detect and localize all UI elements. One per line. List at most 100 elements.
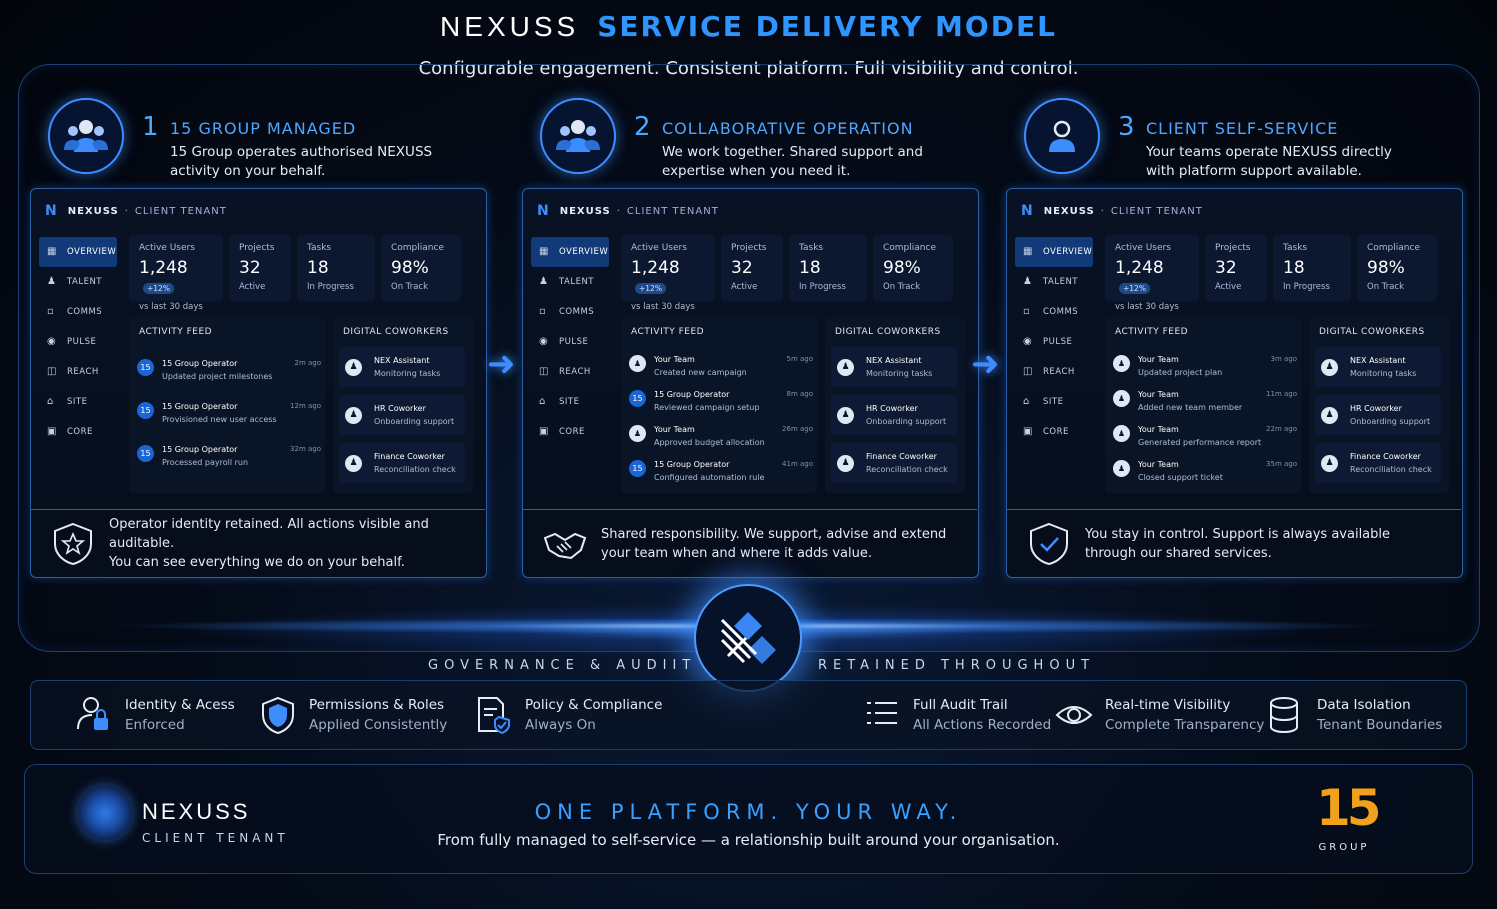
- user-avatar-icon: ♟: [1113, 390, 1130, 407]
- sidebar-item-reach[interactable]: ◫REACH: [1023, 366, 1075, 378]
- sidebar-item-comms[interactable]: ▫COMMS: [1023, 306, 1079, 318]
- people-icon: ♟: [47, 276, 57, 287]
- sidebar-item-core[interactable]: ▣CORE: [539, 426, 585, 438]
- tagline: ONE PLATFORM. YOUR WAY.: [534, 800, 963, 824]
- sidebar-item-talent[interactable]: ♟TALENT: [1023, 276, 1079, 288]
- group-label: GROUP: [1318, 842, 1370, 853]
- grid-icon: ▦: [539, 246, 549, 257]
- list-icon: [867, 702, 897, 724]
- governance-label-right: RETAINED THROUGHOUT: [818, 658, 1096, 673]
- coworkers-title: DIGITAL COWORKERS: [835, 327, 941, 337]
- bot-avatar-icon: ♟: [1321, 358, 1338, 376]
- team-icon: [556, 120, 600, 152]
- bot-avatar-icon: ♟: [345, 406, 362, 424]
- sidebar-item-pulse[interactable]: ◉PULSE: [1023, 336, 1073, 348]
- governance-label-left: GOVERNANCE & AUDIIT: [428, 658, 697, 673]
- identity-lock-icon: [77, 697, 108, 730]
- model-number: 1: [142, 112, 159, 142]
- panel-footer: You stay in control. Support is always a…: [1007, 509, 1461, 577]
- panel-brand: NEXUSS: [67, 205, 119, 217]
- group-avatar: 15: [629, 460, 646, 477]
- sidebar-item-pulse[interactable]: ◉PULSE: [47, 336, 97, 348]
- user-avatar-icon: ♟: [1113, 460, 1130, 477]
- shield-check-icon: [1030, 522, 1068, 565]
- panel-sidebar: ▦OVERVIEW ♟TALENT ▫COMMS ◉PULSE ◫REACH ⌂SITE ▣…: [39, 237, 117, 447]
- core-icon: ▣: [1023, 426, 1033, 437]
- globe-network-icon: [78, 786, 132, 840]
- sidebar-item-site[interactable]: ⌂SITE: [1023, 396, 1064, 408]
- sidebar-item-overview[interactable]: ▦OVERVIEW: [1015, 237, 1093, 267]
- sidebar-item-talent[interactable]: ♟TALENT: [47, 276, 103, 288]
- sidebar-item-comms[interactable]: ▫COMMS: [47, 306, 103, 318]
- sidebar-item-comms[interactable]: ▫COMMS: [539, 306, 595, 318]
- sidebar-item-core[interactable]: ▣CORE: [47, 426, 93, 438]
- tagline-subtitle: From fully managed to self-service — a r…: [437, 831, 1060, 849]
- footer-bar: [24, 764, 1473, 874]
- sidebar-item-core[interactable]: ▣CORE: [1023, 426, 1069, 438]
- sidebar-item-pulse[interactable]: ◉PULSE: [539, 336, 589, 348]
- sidebar-item-site[interactable]: ⌂SITE: [539, 396, 580, 408]
- sidebar-item-reach[interactable]: ◫REACH: [539, 366, 591, 378]
- model-desc-line2: expertise when you need it.: [662, 163, 851, 179]
- model-icon-circle: [1024, 98, 1100, 174]
- eye-icon: [1055, 706, 1093, 724]
- pulse-icon: ◉: [539, 336, 549, 347]
- pulse-icon: ◉: [1023, 336, 1033, 347]
- group-logo: 15: [1316, 779, 1382, 837]
- group-avatar: 15: [137, 445, 154, 462]
- megaphone-icon: ◫: [47, 366, 57, 377]
- sidebar-item-overview[interactable]: ▦OVERVIEW: [39, 237, 117, 267]
- sidebar-item-reach[interactable]: ◫REACH: [47, 366, 99, 378]
- model-desc-line2: with platform support available.: [1146, 163, 1362, 179]
- bot-avatar-icon: ♟: [837, 454, 854, 472]
- building-icon: ⌂: [47, 396, 54, 407]
- model-desc-line1: We work together. Shared support and: [662, 144, 923, 160]
- sidebar-item-overview[interactable]: ▦OVERVIEW: [531, 237, 609, 267]
- building-icon: ⌂: [539, 396, 546, 407]
- sidebar-item-site[interactable]: ⌂SITE: [47, 396, 88, 408]
- sidebar-item-talent[interactable]: ♟TALENT: [539, 276, 595, 288]
- core-icon: ▣: [539, 426, 549, 437]
